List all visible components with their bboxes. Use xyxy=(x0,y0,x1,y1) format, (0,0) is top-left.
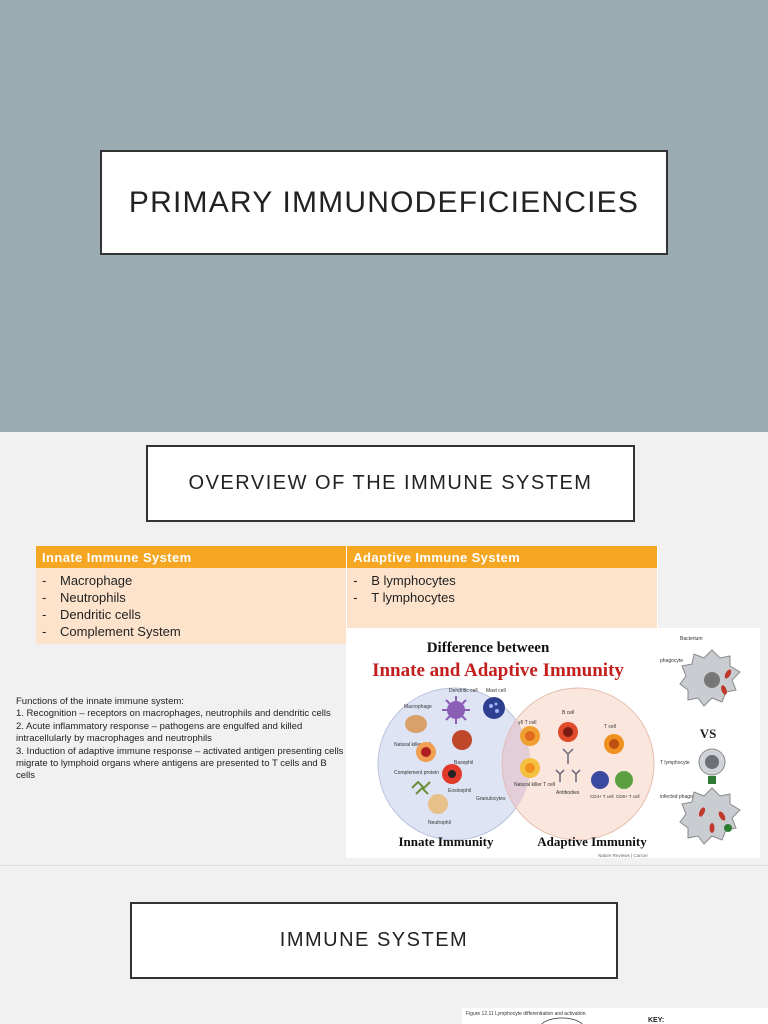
macrophage-icon xyxy=(405,715,427,733)
figure-caption: Figure 12.11 Lymphocyte differentiation … xyxy=(466,1011,587,1017)
innate-column-header: Innate Immune System xyxy=(36,546,348,568)
complement-icon xyxy=(411,780,431,795)
cd4-label: CD4+ T cell xyxy=(590,794,613,799)
dendritic-label: Dendritic cell xyxy=(449,688,478,694)
bacterium-icon xyxy=(724,669,732,679)
immunity-diagram-graphic: Difference between Innate and Adaptive I… xyxy=(372,636,741,858)
immune-system-heading: IMMUNE SYSTEM xyxy=(279,929,469,951)
adaptive-list: -B lymphocytes -T lymphocytes xyxy=(353,572,651,606)
overview-heading: OVERVIEW OF THE IMMUNE SYSTEM xyxy=(188,472,593,494)
bacterium-icon xyxy=(721,685,727,695)
infected-label: infected phagocyte xyxy=(660,794,702,800)
eosinophil-label: Eosinophil xyxy=(448,788,471,794)
list-item-text: Dendritic cells xyxy=(60,607,141,622)
function-item: 3. Induction of adaptive immune response… xyxy=(16,745,344,782)
granulocytes-label: Granulocytes xyxy=(476,796,506,802)
gdt-label: γδ T cell xyxy=(518,720,537,726)
phagocyte-nucleus-icon xyxy=(704,672,720,688)
macrophage-label: Macrophage xyxy=(404,704,432,710)
immune-system-slide: IMMUNE SYSTEM Figure 12.11 Lymphocyte di… xyxy=(0,865,768,1024)
list-item-text: B lymphocytes xyxy=(371,573,456,588)
cd4-cell-icon xyxy=(591,771,609,789)
complement-label: Complement protein xyxy=(394,770,439,776)
list-item: -T lymphocytes xyxy=(353,590,455,605)
adaptive-immunity-label: Adaptive Immunity xyxy=(537,834,647,849)
diagram-title-line1: Difference between xyxy=(427,640,550,656)
nkt-label: Natural killer T cell xyxy=(514,782,555,788)
immune-system-heading-box: IMMUNE SYSTEM xyxy=(130,902,618,979)
vs-label: VS xyxy=(700,726,717,741)
cd8-label: CD8+ T cell xyxy=(616,794,639,799)
bcell-label: B cell xyxy=(562,710,574,716)
innate-list: -Macrophage -Neutrophils -Dendritic cell… xyxy=(42,572,340,640)
diagram-title-line2: Innate and Adaptive Immunity xyxy=(372,660,624,681)
function-item: 2. Acute inflammatory response – pathoge… xyxy=(16,720,303,745)
receptor-icon xyxy=(708,776,716,784)
list-item-text: Macrophage xyxy=(60,573,133,588)
adaptive-column-header: Adaptive Immune System xyxy=(346,546,658,568)
cd8-cell-icon xyxy=(615,771,633,789)
bacterium-label: Bacterium xyxy=(680,636,703,642)
overview-slide: OVERVIEW OF THE IMMUNE SYSTEM Innate Imm… xyxy=(0,432,768,865)
neutrophil-label: Neutrophil xyxy=(428,820,451,826)
slide-title: PRIMARY IMMUNODEFICIENCIES xyxy=(128,185,640,219)
innate-functions-text: Functions of the innate immune system: 1… xyxy=(16,696,346,783)
adaptive-cells: B cell Antibodies T cell CD4+ T cell CD8… xyxy=(555,710,639,799)
overlap-cells: γδ T cell Natural killer T cell xyxy=(514,720,555,788)
basophil-label: Basophil xyxy=(454,760,473,766)
diagram-credit: Nature Reviews | Cancer xyxy=(598,853,648,858)
figure-key: KEY: xyxy=(648,1017,665,1024)
innate-cell: -Macrophage -Neutrophils -Dendritic cell… xyxy=(36,568,348,644)
lymphocyte-label: T lymphocyte xyxy=(660,760,690,766)
antibodies-label: Antibodies xyxy=(556,790,580,796)
list-item-text: Complement System xyxy=(60,624,181,639)
tcell-label: T cell xyxy=(604,724,616,730)
title-box: PRIMARY IMMUNODEFICIENCIES xyxy=(100,150,668,255)
list-item: -Neutrophils xyxy=(42,590,126,605)
overview-heading-box: OVERVIEW OF THE IMMUNE SYSTEM xyxy=(146,445,635,522)
mast-cell-icon xyxy=(483,697,505,719)
list-item: -B lymphocytes xyxy=(353,573,456,588)
neutrophil-icon xyxy=(428,794,448,814)
innate-immunity-label: Innate Immunity xyxy=(399,834,494,849)
mast-label: Mast cell xyxy=(486,688,506,694)
list-item: -Complement System xyxy=(42,624,181,639)
phagocyte-panel: Bacterium phagocyte VS T lymphocyte infe… xyxy=(660,636,741,845)
immunity-diagram: Difference between Innate and Adaptive I… xyxy=(346,628,760,858)
list-item-text: T lymphocytes xyxy=(371,590,455,605)
adaptive-circle xyxy=(501,687,655,841)
list-item: -Dendritic cells xyxy=(42,607,141,622)
phagocyte-label: phagocyte xyxy=(660,658,683,664)
functions-title: Functions of the innate immune system: xyxy=(16,696,184,707)
antibodies-icon xyxy=(555,748,581,782)
list-item-text: Neutrophils xyxy=(60,590,126,605)
innate-cells: Dendritic cell Mast cell Macrophage Natu… xyxy=(394,688,506,826)
figure-graphic xyxy=(541,1017,583,1024)
list-item: -Macrophage xyxy=(42,573,133,588)
basophil-icon xyxy=(452,730,472,750)
function-item: 1. Recognition – receptors on macrophage… xyxy=(16,708,331,720)
lymphocyte-figure: Figure 12.11 Lymphocyte differentiation … xyxy=(462,1008,768,1024)
nk-label: Natural killer cell xyxy=(394,742,431,748)
title-slide: PRIMARY IMMUNODEFICIENCIES xyxy=(0,0,768,432)
dendritic-spikes-icon xyxy=(442,696,470,724)
